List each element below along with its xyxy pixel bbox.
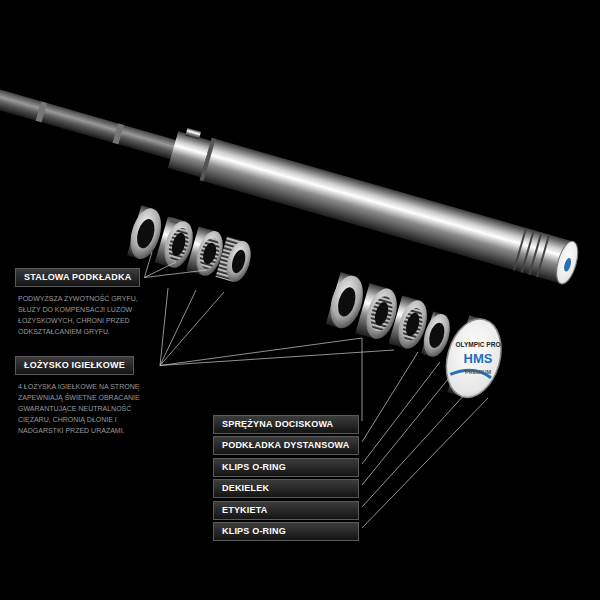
cap-print: PREMIUM (465, 369, 491, 375)
part-name: KLIPS O-RING (213, 522, 359, 541)
part-name: KLIPS O-RING (213, 458, 359, 477)
part-name: ŁOŻYSKO IGIEŁKOWE (15, 356, 134, 375)
part-label: PODKŁADKA DYSTANSOWA (213, 434, 359, 455)
callout-group: ŁOŻYSKO IGIEŁKOWE 4 ŁOŻYSKA IGIEŁKOWE NA … (15, 354, 153, 436)
part-label: KLIPS O-RING (213, 456, 359, 477)
part-name: ETYKIETA (213, 501, 359, 520)
part-label: ETYKIETA (213, 499, 359, 520)
part-name: STALOWA PODKŁADKA (15, 268, 140, 287)
part-label: SPRĘŻYNA DOCISKOWA (213, 413, 359, 434)
part-description: 4 ŁOŻYSKA IGIEŁKOWE NA STRONĘ ZAPEWNIAJĄ… (18, 381, 153, 436)
cap-print: OLYMPIC PRO (456, 341, 501, 348)
part-description: PODWYŻSZA ŻYWOTNOŚĆ GRYFU, SŁUŻY DO KOMP… (18, 293, 153, 337)
leader-lines (144, 252, 488, 528)
part-name: PODKŁADKA DYSTANSOWA (213, 436, 359, 455)
callout-group: STALOWA PODKŁADKA PODWYŻSZA ŻYWOTNOŚĆ GRY… (15, 266, 153, 337)
part-label: KLIPS O-RING (213, 520, 359, 541)
cap-print: HMS (464, 351, 493, 366)
part-name: DEKIELEK (213, 479, 359, 498)
part-name: SPRĘŻYNA DOCISKOWA (213, 415, 359, 434)
part-label: DEKIELEK (213, 477, 359, 498)
